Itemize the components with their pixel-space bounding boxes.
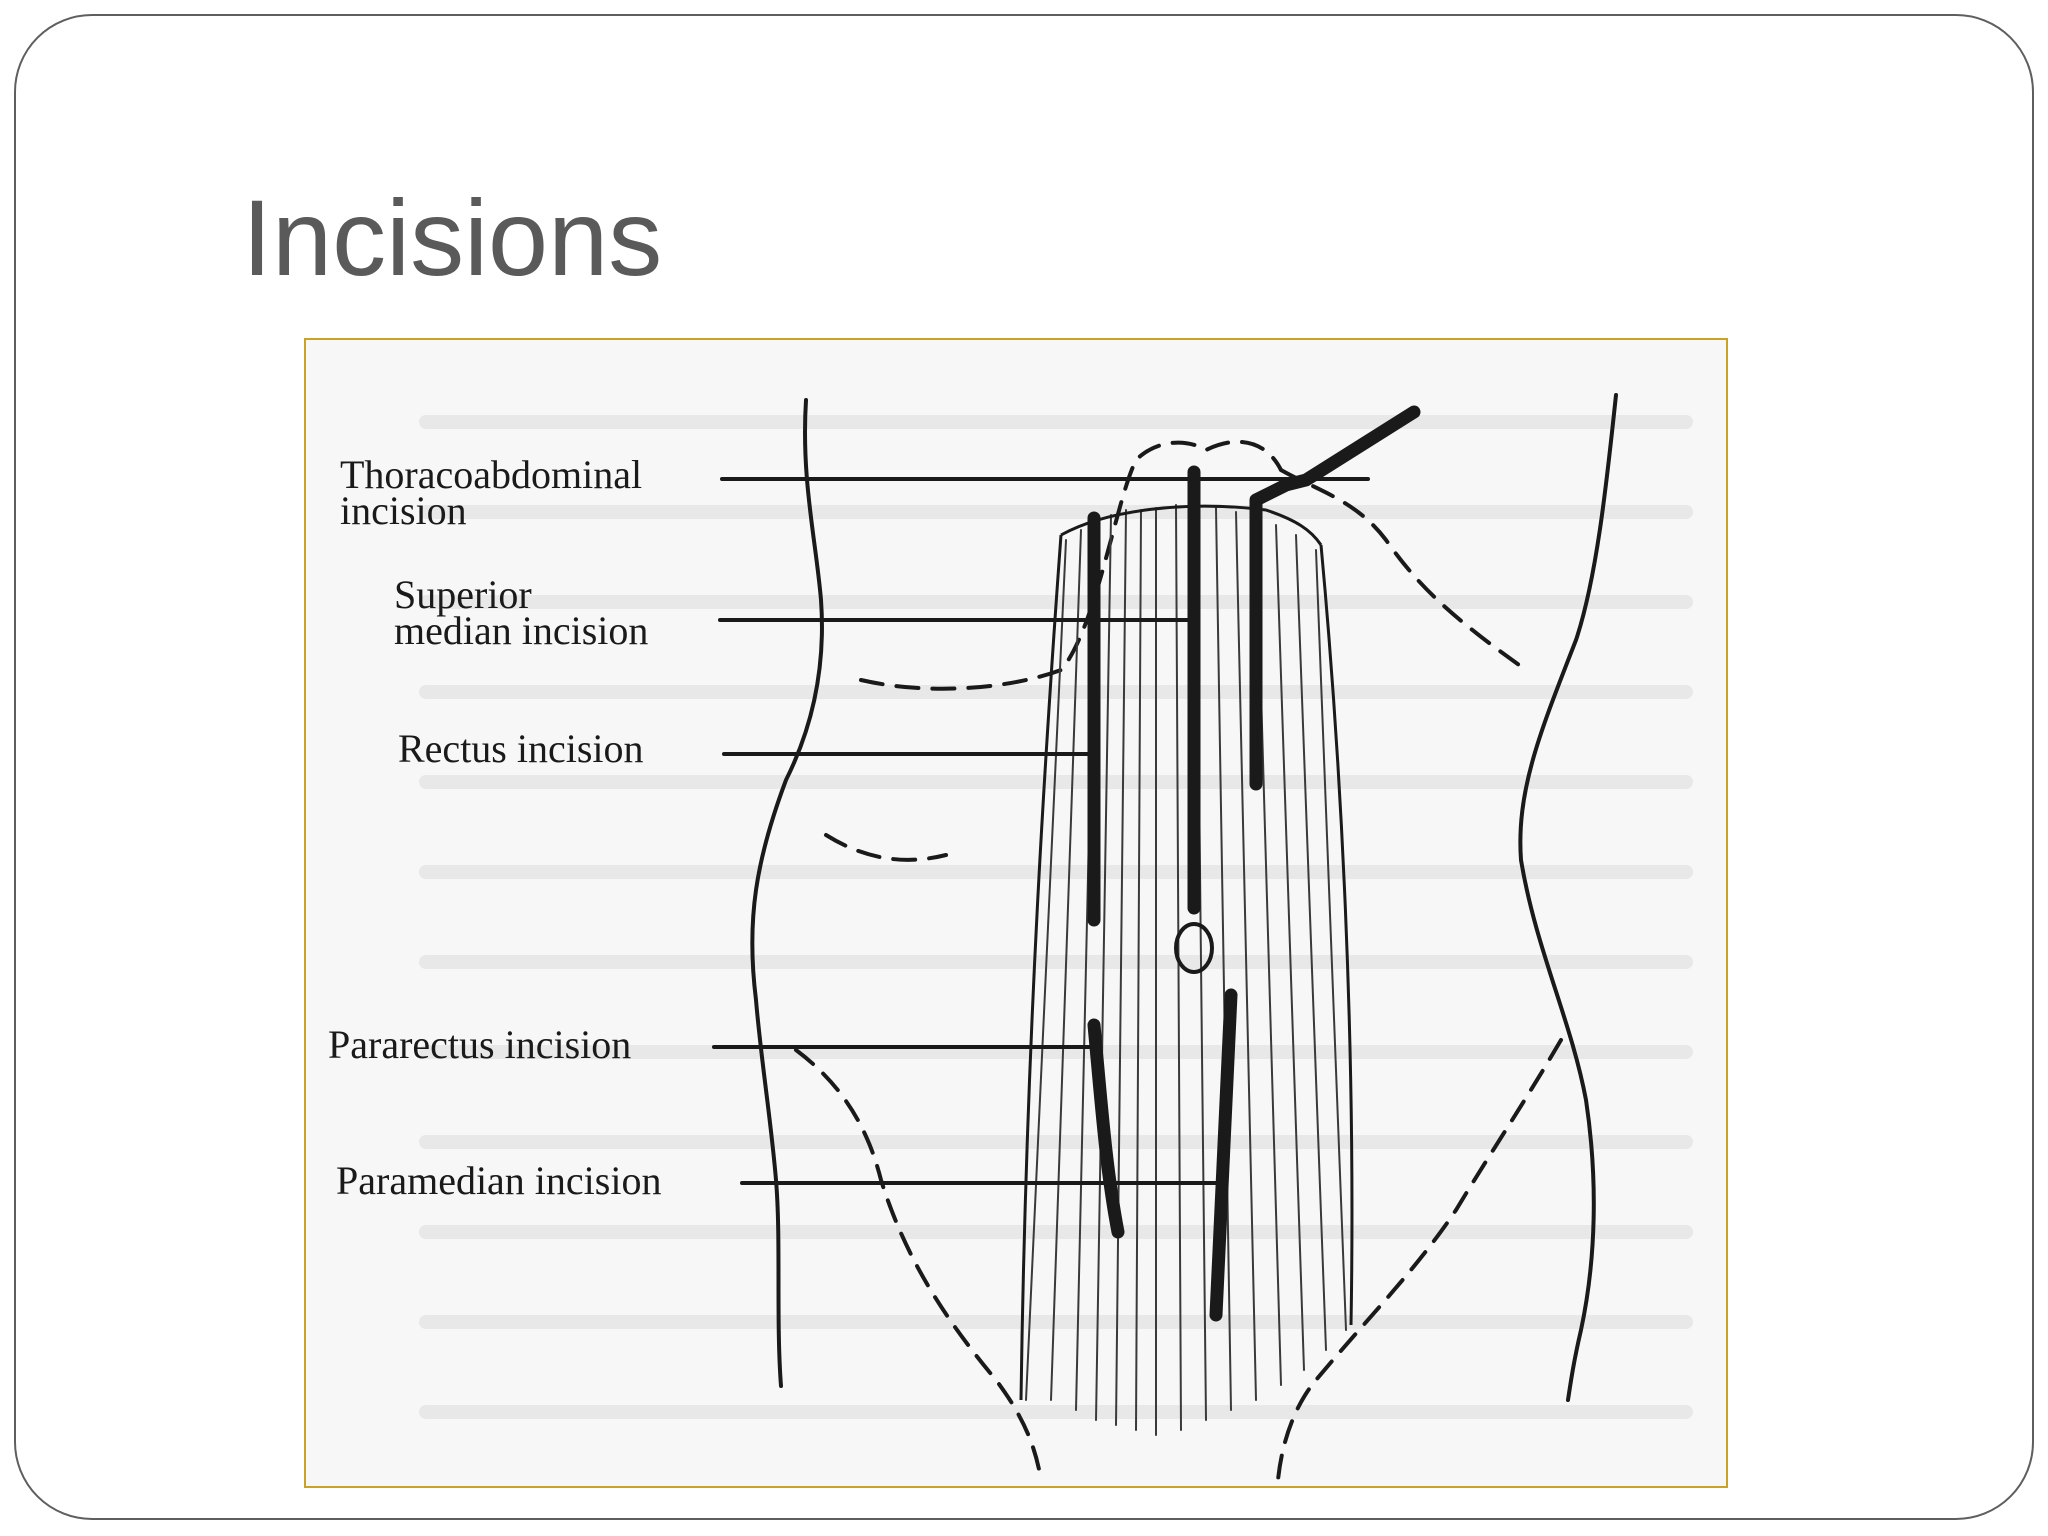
torso-outline bbox=[750, 393, 1618, 1402]
leader-lines bbox=[712, 477, 1370, 1185]
costal-margin-left bbox=[859, 439, 1283, 691]
label-superior-median-line2: median incision bbox=[394, 608, 648, 653]
incision-diagram-frame: Thoracoabdominal incision Superior media… bbox=[304, 338, 1728, 1488]
label-pararectus: Pararectus incision bbox=[328, 1022, 631, 1067]
rectus-muscle-hatching bbox=[1025, 504, 1347, 1436]
left-flank-line bbox=[750, 398, 824, 1388]
label-superior-median-line1: Superior bbox=[394, 572, 532, 617]
label-thoracoabdominal-line2: incision bbox=[340, 488, 467, 533]
diagram-labels: Thoracoabdominal incision Superior media… bbox=[328, 452, 661, 1203]
rectus-muscle-outline bbox=[1019, 504, 1354, 1401]
slide-title: Incisions bbox=[242, 177, 663, 298]
background-texture bbox=[419, 415, 1693, 1419]
thoracoabdominal-incision-mark bbox=[1249, 405, 1421, 791]
right-flank-line bbox=[1518, 393, 1618, 1402]
incision-marks bbox=[1087, 405, 1421, 1322]
label-thoracoabdominal-line1: Thoracoabdominal bbox=[340, 452, 642, 497]
costal-lower-left bbox=[824, 833, 948, 862]
inguinal-left bbox=[794, 1048, 1043, 1482]
label-rectus: Rectus incision bbox=[398, 726, 644, 771]
paramedian-incision-mark bbox=[1209, 988, 1238, 1322]
slide: Incisions bbox=[14, 14, 2034, 1520]
umbilicus bbox=[1174, 922, 1214, 974]
label-paramedian: Paramedian incision bbox=[336, 1158, 661, 1203]
inguinal-right bbox=[1276, 1038, 1563, 1482]
costal-margin-right bbox=[1279, 468, 1528, 672]
pararectus-incision-mark bbox=[1087, 1018, 1125, 1239]
incision-diagram: Thoracoabdominal incision Superior media… bbox=[328, 393, 1693, 1482]
dashed-anatomical-lines bbox=[794, 439, 1563, 1482]
